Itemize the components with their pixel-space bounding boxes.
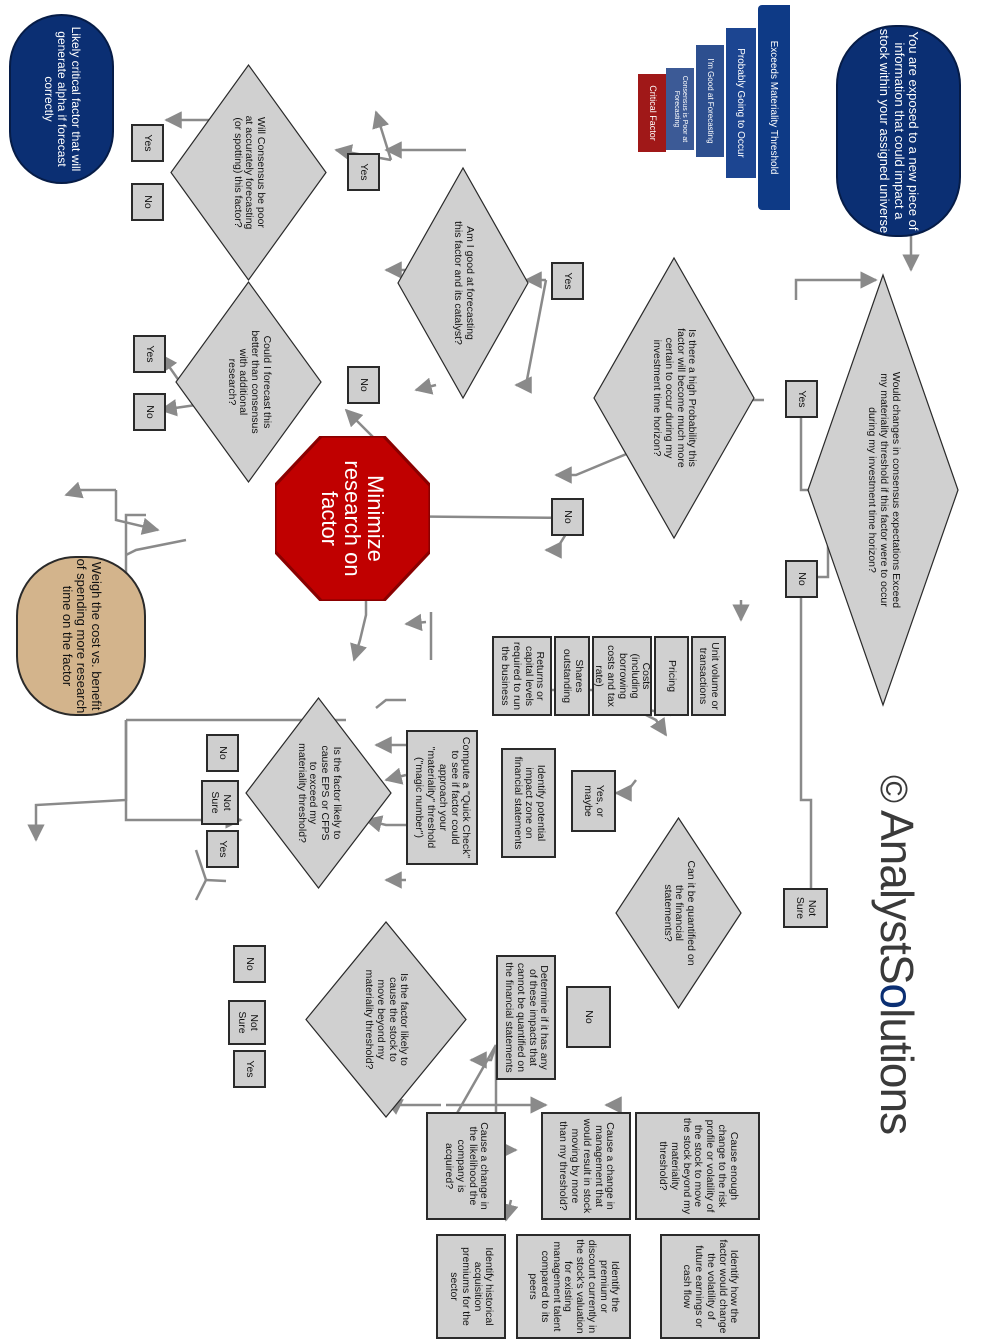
answer-quantified-no: No — [566, 986, 611, 1048]
box-acquisition-likelihood: Cause a change in the likelihood the com… — [426, 1112, 506, 1220]
factor-shares: Shares outstanding — [554, 636, 590, 716]
answer-quantified-yes-maybe: Yes, or maybe — [571, 770, 616, 832]
box-identify-premium: Identify the premium or discount current… — [516, 1234, 631, 1339]
answer-materiality-yes: Yes — [785, 380, 818, 418]
analystsolutions-logo: ©AnalystSolutions — [871, 775, 923, 1135]
box-identify-acquisition-premiums: Identify historical acquisition premiums… — [436, 1234, 506, 1339]
pyramid-level-critical: Critical Factor — [638, 74, 666, 152]
question-materiality: Would changes in consensus expectations … — [808, 275, 958, 705]
answer-materiality-no: No — [785, 560, 818, 598]
answer-good-yes: Yes — [347, 153, 380, 191]
box-risk-profile: Cause enough change to the risk profile … — [635, 1112, 760, 1220]
question-good-at-forecasting: Am I good at forecasting this factor and… — [398, 168, 528, 398]
answer-stock-yes: Yes — [233, 1050, 266, 1088]
box-determine-impacts: Determine if it has any of these impacts… — [496, 955, 556, 1080]
question-stock-threshold: Is the factor likely to cause the stock … — [306, 922, 466, 1117]
question-consensus-poor: Will Consensus be poor at accurately for… — [171, 65, 326, 280]
critical-factor-outcome: Likely critical factor that will generat… — [9, 14, 114, 184]
pyramid-level-consensus-poor: Consensus is Poor at Forecasting — [666, 68, 694, 150]
answer-better-yes: Yes — [133, 335, 166, 373]
factor-unit-volume: Unit volume or transactions — [691, 636, 726, 716]
weigh-cost-outcome: Weigh the cost vs. benefit of spending m… — [16, 556, 146, 716]
answer-probability-yes: Yes — [551, 262, 584, 300]
pyramid-level-good: I'm Good at Forecasting — [696, 45, 724, 157]
answer-better-no: No — [133, 393, 166, 431]
pyramid-level-probably: Probably Going to Occur — [726, 28, 756, 178]
answer-consensus-yes: Yes — [131, 124, 164, 162]
factor-costs: Costs (including borrowing costs and tax… — [592, 636, 652, 716]
start-text: You are exposed to a new piece of inform… — [877, 28, 922, 234]
answer-good-no: No — [347, 366, 380, 404]
answer-consensus-no: No — [131, 183, 164, 221]
answer-materiality-not-sure: Not Sure — [783, 888, 828, 928]
start-node: You are exposed to a new piece of inform… — [836, 25, 961, 237]
factor-pricing: Pricing — [654, 636, 689, 716]
question-eps-threshold: Is the factor likely to cause EPS or CFP… — [246, 698, 391, 888]
question-probability: Is there a high Probability this factor … — [594, 258, 754, 538]
answer-probability-no: No — [551, 498, 584, 536]
box-identify-impact-zone: Identify potential impact zone on financ… — [501, 748, 556, 858]
answer-stock-no: No — [233, 945, 266, 983]
answer-eps-no: No — [206, 734, 239, 772]
minimize-research-stop: Minimize research on factor — [275, 436, 430, 601]
question-quantified: Can it be quantified on the financial st… — [616, 818, 741, 1008]
answer-eps-not-sure: Not Sure — [201, 780, 239, 825]
pyramid-level-exceeds: Exceeds Materiality Threshold — [758, 5, 790, 210]
box-management-change: Cause a change in management that would … — [541, 1112, 631, 1220]
factor-returns: Returns or capital levels required to ru… — [492, 636, 552, 716]
question-forecast-better: Could I forecast this better than consen… — [176, 282, 321, 482]
answer-stock-not-sure: Not Sure — [228, 1000, 266, 1045]
box-identify-volatility: Identify how the factor would change the… — [660, 1234, 760, 1339]
box-quick-check: Compute a "Quick Check" to see if factor… — [406, 730, 478, 865]
answer-eps-yes: Yes — [206, 830, 239, 868]
